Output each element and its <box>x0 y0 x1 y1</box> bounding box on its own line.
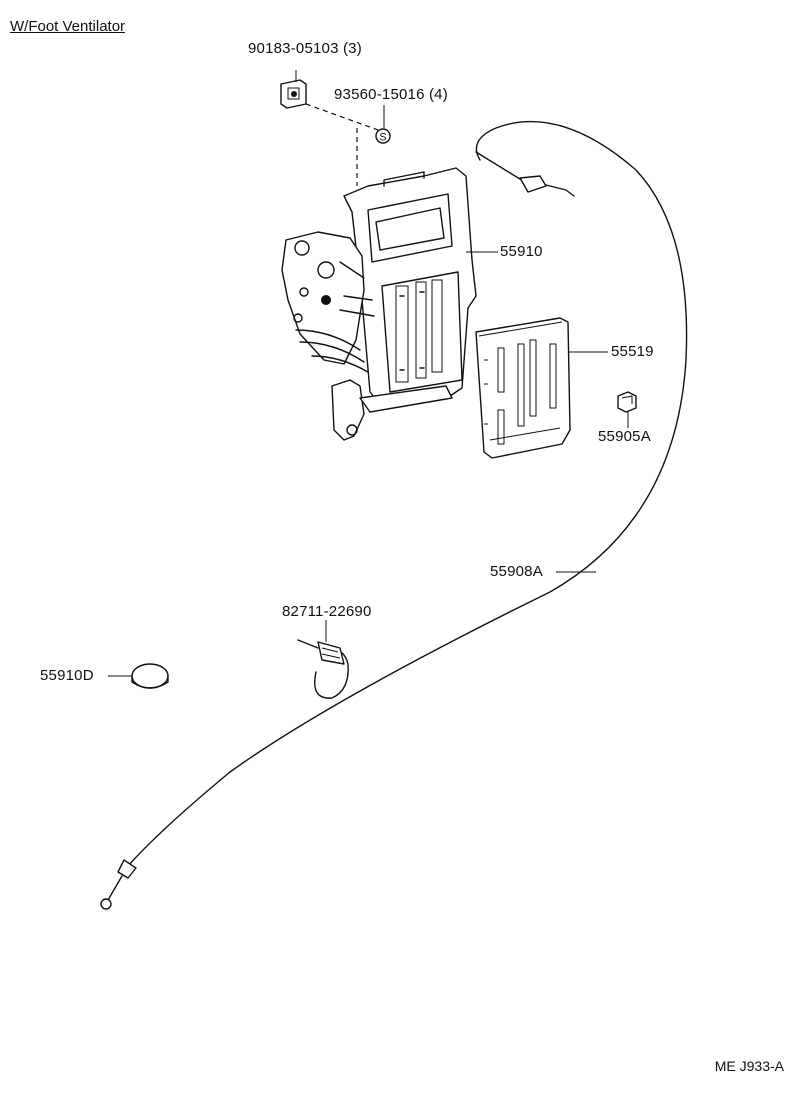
screw-part: S <box>375 128 391 144</box>
drawing-code: ME J933-A <box>714 1058 784 1074</box>
label-screw: 93560-15016 (4) <box>334 86 448 103</box>
install-line-screw <box>305 103 379 131</box>
label-cable: 55908A <box>490 563 543 580</box>
label-control-assembly: 55910 <box>500 243 543 260</box>
label-plate: 55519 <box>611 343 654 360</box>
label-band-clamp: 82711-22690 <box>282 603 372 620</box>
plate-part <box>475 317 571 459</box>
diagram-title: W/Foot Ventilator <box>10 18 126 35</box>
clip-part <box>280 79 307 109</box>
band-clamp-part <box>297 639 349 699</box>
label-clip: 90183-05103 (3) <box>248 40 362 57</box>
cable-part <box>100 121 688 910</box>
small-clip-part <box>617 391 637 413</box>
label-clip-small: 55905A <box>598 428 651 445</box>
control-assembly-part <box>281 167 477 441</box>
screw-s-icon: S <box>379 132 386 144</box>
label-knob: 55910D <box>40 667 94 684</box>
knob-part <box>131 663 169 689</box>
